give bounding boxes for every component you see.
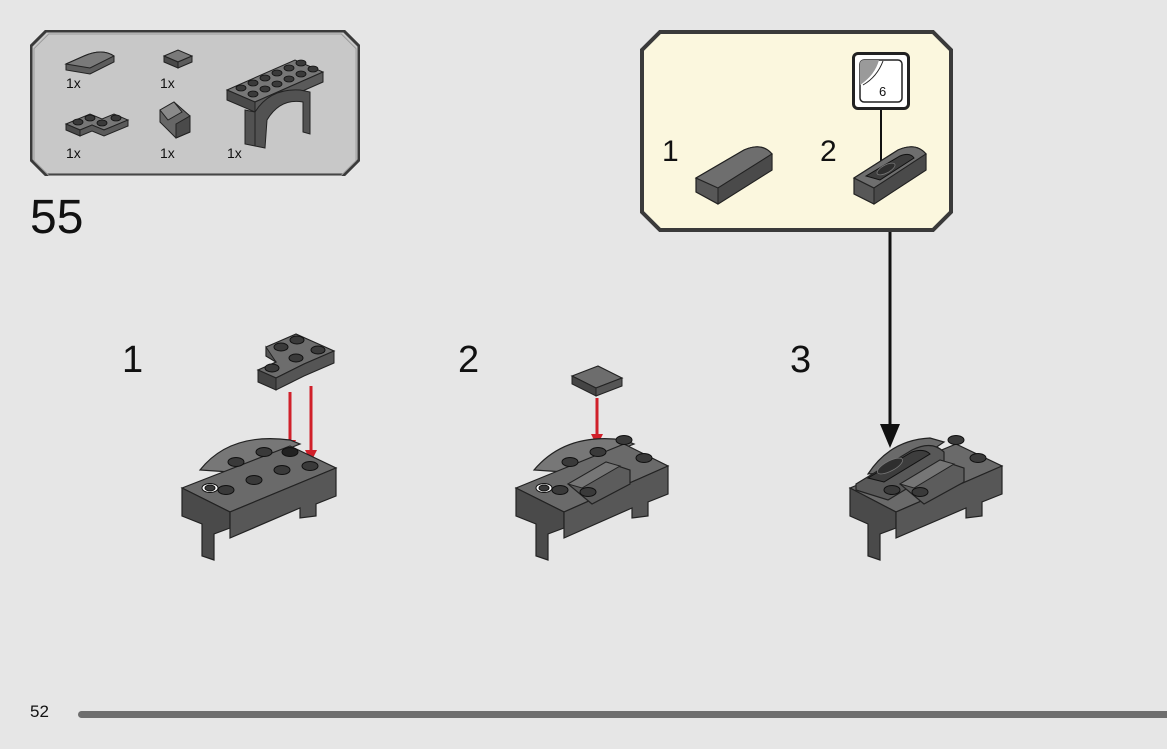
part-qty: 1x [66,75,81,91]
sticker-box: 6 [852,52,910,110]
part-qty: 1x [160,75,175,91]
substep-1-corner-plate [256,333,336,391]
subassembly-step-1: 1 [662,135,679,168]
substep-1-base-model [180,438,338,561]
parts-callout-frame [30,30,360,176]
substep-label-3: 3 [790,339,812,381]
parts-callout: 1x 1x 1x 1x 1x [30,30,360,176]
sticker-number: 6 [879,84,887,99]
plate-corner-2x2-icon [64,113,130,137]
substep-2-tile [570,365,624,397]
tile-1x1-icon [162,49,194,69]
curved-slope-icon [694,146,773,205]
curved-slope-1x2-icon [64,51,115,75]
substep-2-model [514,435,670,561]
part-qty: 1x [160,145,175,161]
sticker-icon [859,59,903,103]
placement-arrow [880,232,900,448]
arch-1x6-icon [225,59,325,149]
substep-3-model [848,435,1004,561]
page-number: 52 [30,702,49,721]
part-qty: 1x [66,145,81,161]
subassembly-step-2: 2 [820,135,837,168]
substep-label-2: 2 [458,339,480,381]
subassembly-callout: 1 2 6 [640,30,953,232]
slope-1x1-icon [159,101,191,139]
curved-slope-with-sticker-icon [852,146,927,205]
footer-bar [78,711,1167,718]
step-number: 55 [30,191,84,244]
substep-label-1: 1 [122,339,144,381]
part-qty: 1x [227,145,242,161]
